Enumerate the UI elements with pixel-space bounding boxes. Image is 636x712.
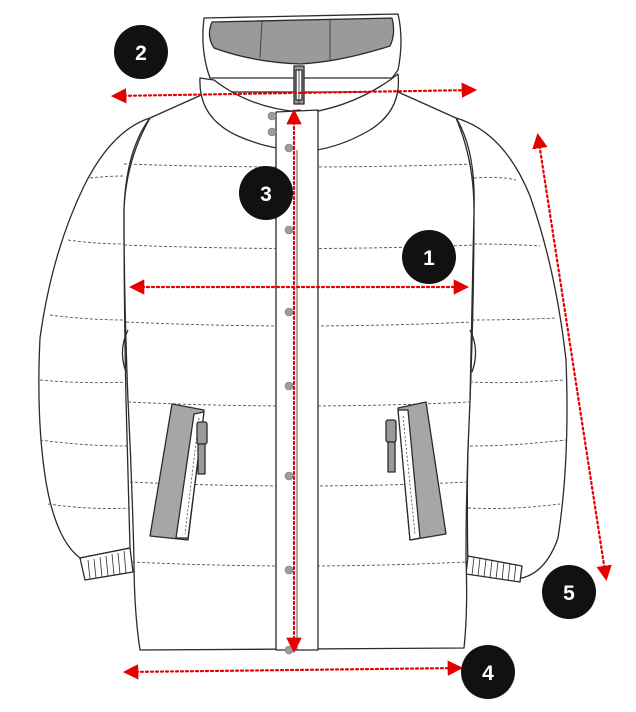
marker-1: 1: [402, 230, 456, 284]
snap-button-icon: [284, 565, 294, 575]
marker-label-5: 5: [563, 582, 575, 605]
marker-label-2: 2: [135, 42, 147, 65]
shoulder-width-line: [110, 82, 478, 104]
hood-lining-seams: [259, 19, 331, 60]
snap-button-icon: [284, 143, 294, 153]
snap-button-icon: [284, 381, 294, 391]
zipper-pull-icon: [196, 421, 208, 445]
snap-button-icon: [284, 225, 294, 235]
left-cuff-rib: [87, 550, 127, 580]
left-side-seam: [121, 329, 129, 373]
snap-button-icon: [284, 471, 294, 481]
left-pocket: [149, 403, 208, 541]
hem-width-line: [122, 660, 464, 680]
right-side-seam: [469, 329, 477, 373]
hood-lining: [208, 17, 395, 65]
marker-label-1: 1: [423, 247, 435, 270]
puffer-jacket-icon: [38, 13, 568, 655]
sleeve-length-line: [532, 132, 612, 582]
snap-button-icon: [267, 127, 277, 137]
snap-button-icon: [267, 111, 277, 121]
marker-2: 2: [114, 25, 168, 79]
right-pocket: [385, 401, 447, 541]
zipper-pull-icon: [385, 419, 397, 443]
snap-button-icon: [284, 645, 294, 655]
right-cuff-rib: [471, 556, 517, 582]
marker-5: 5: [542, 565, 596, 619]
marker-label-3: 3: [260, 183, 272, 206]
snap-button-icon: [284, 307, 294, 317]
measurement-lines: [110, 82, 612, 680]
zipper-pull-icon: [293, 65, 305, 105]
marker-3: 3: [239, 166, 293, 220]
marker-4: 4: [461, 645, 515, 699]
marker-label-4: 4: [482, 662, 494, 685]
